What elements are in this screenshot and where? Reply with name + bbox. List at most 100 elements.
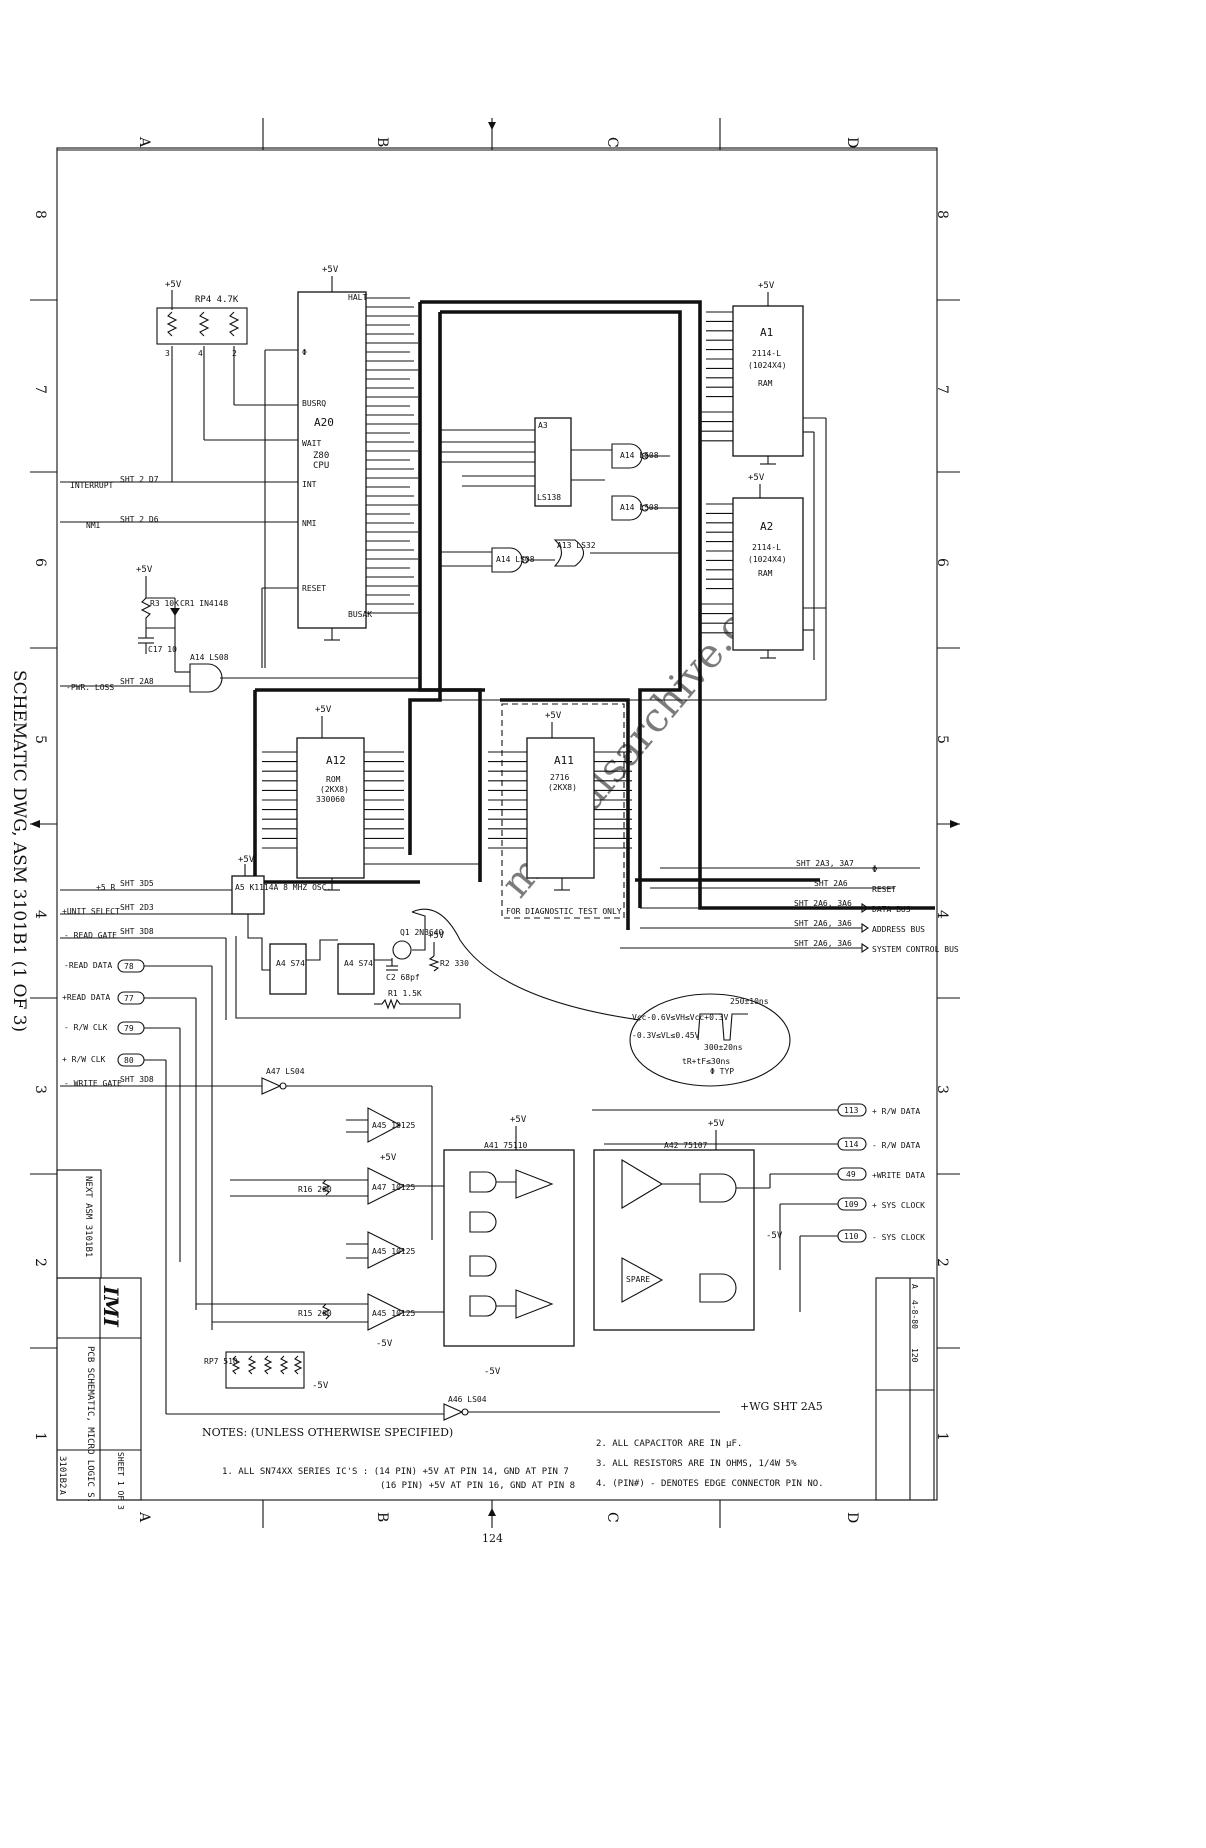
svg-text:A46 LS04: A46 LS04 [448,1395,487,1404]
svg-text:+READ DATA: +READ DATA [62,993,110,1002]
svg-text:WAIT: WAIT [302,439,321,448]
svg-text:SHT 2A3, 3A7: SHT 2A3, 3A7 [796,859,854,868]
svg-text:- READ GATE: - READ GATE [64,931,117,940]
zone-letter: D [844,1512,860,1523]
svg-text:2716: 2716 [550,773,569,782]
svg-text:A4 S74: A4 S74 [276,959,305,968]
svg-text:RP4 4.7K: RP4 4.7K [195,295,239,305]
svg-text:- WRITE GATE: - WRITE GATE [64,1079,122,1088]
gate-a13-ls32: A13 LS32 [553,539,680,567]
svg-text:Φ: Φ [872,865,877,875]
svg-text:A13 LS32: A13 LS32 [557,541,596,550]
svg-text:120: 120 [910,1348,919,1363]
zone-letter: B [374,1512,390,1522]
svg-text:-0.3V≤VL≤0.45V: -0.3V≤VL≤0.45V [632,1031,700,1040]
svg-text:A: A [910,1284,919,1289]
ram-control-lines [440,417,827,701]
svg-text:A14 LS08: A14 LS08 [620,451,659,460]
zone-number: 3 [32,1085,48,1094]
svg-text:(2KX8): (2KX8) [320,785,349,794]
svg-text:-READ DATA: -READ DATA [64,961,112,970]
decoder-a3-ls138: A3 LS138 [440,417,612,507]
svg-text:(16 PIN) +5V AT PIN 16, GND AT: (16 PIN) +5V AT PIN 16, GND AT PIN 8 [380,1481,575,1491]
zone-number: 5 [934,735,950,744]
svg-text:+5V: +5V [758,281,775,291]
svg-text:4. (PIN#) - DENOTES EDGE CONNE: 4. (PIN#) - DENOTES EDGE CONNECTOR PIN N… [596,1479,824,1489]
svg-text:A42 75107: A42 75107 [664,1141,708,1150]
svg-text:ROM: ROM [326,775,341,784]
svg-text:A47 LS04: A47 LS04 [266,1067,305,1076]
svg-text:A11: A11 [554,754,574,767]
cpu-bus-pins [366,297,418,614]
svg-text:+5V: +5V [315,705,332,715]
zone-number: 4 [32,910,48,919]
svg-text:SHT 2A6, 3A6: SHT 2A6, 3A6 [794,919,852,928]
rom-a12: +5V A12 ROM (2KX8) 330060 [296,705,480,891]
svg-text:3: 3 [165,349,170,358]
svg-text:- SYS CLOCK: - SYS CLOCK [872,1233,925,1242]
svg-text:+ R/W DATA: + R/W DATA [872,1107,920,1116]
svg-text:BUSRQ: BUSRQ [302,399,326,408]
svg-text:A45 10125: A45 10125 [372,1309,416,1318]
notes: NOTES: (UNLESS OTHERWISE SPECIFIED) 1. A… [202,1426,824,1491]
svg-text:R2 330: R2 330 [440,959,469,968]
zone-letters-bottom: A B C D [136,1511,860,1523]
svg-text:SHT 2A6: SHT 2A6 [814,879,848,888]
svg-text:-PWR. LOSS: -PWR. LOSS [66,683,114,692]
memory-pins [262,751,632,849]
svg-text:114: 114 [844,1140,859,1149]
svg-text:FOR DIAGNOSTIC TEST ONLY: FOR DIAGNOSTIC TEST ONLY [506,907,622,916]
svg-text:(2KX8): (2KX8) [548,783,577,792]
svg-text:ADDRESS BUS: ADDRESS BUS [872,925,925,934]
svg-text:HALT: HALT [348,293,367,302]
svg-text:A3: A3 [538,421,548,430]
pullup-network-rp4: +5V RP4 4.7K 3 4 2 [156,280,298,482]
zone-number: 3 [934,1085,950,1094]
clock-wiring [235,908,641,1021]
svg-text:A20: A20 [314,416,334,429]
svg-text:+5V: +5V [545,711,562,721]
ram-a2: +5V A2 2114-L (1024X4) RAM [732,473,804,659]
svg-text:A12: A12 [326,754,346,767]
svg-text:A45 10125: A45 10125 [372,1247,416,1256]
svg-text:Vcc-0.6V≤VH≤Vcc+0.3V: Vcc-0.6V≤VH≤Vcc+0.3V [632,1013,729,1022]
svg-text:A14 LS08: A14 LS08 [620,503,659,512]
reset-circuit: +5V R3 10K CR1 IN4148 C17 10 A14 LS08 [60,565,420,693]
zone-number: 1 [32,1432,48,1441]
inverter-a46: A46 LS04 +WG SHT 2A5 [166,1395,823,1421]
svg-text:109: 109 [844,1200,859,1209]
svg-text:NMI: NMI [86,521,101,530]
svg-text:A5 K1114A 8 MHZ OSC.: A5 K1114A 8 MHZ OSC. [235,883,331,892]
resistor-pack-rp7: RP7 510 -5V [204,1351,329,1391]
svg-text:RESET: RESET [302,584,326,593]
svg-text:-5V: -5V [484,1367,501,1377]
svg-text:2114-L: 2114-L [752,349,781,358]
svg-text:BUSAK: BUSAK [348,610,372,619]
inverter-a47: A47 LS04 [261,1067,433,1240]
svg-text:R3 10K: R3 10K [150,599,179,608]
svg-text:+UNIT SELECT: +UNIT SELECT [62,907,120,916]
svg-text:Q1 2N3640: Q1 2N3640 [400,928,444,937]
svg-text:Φ: Φ [302,348,307,357]
svg-text:A45 10125: A45 10125 [372,1121,416,1130]
receiver-a45-bot: A45 10125 R15 200 -5V [196,1293,444,1349]
svg-text:+5V: +5V [748,473,765,483]
svg-text:+5V: +5V [380,1153,397,1163]
phi-timing-diagram: Vcc-0.6V≤VH≤Vcc+0.3V -0.3V≤VL≤0.45V 250±… [629,993,791,1087]
svg-text:79: 79 [124,1024,134,1033]
sheet-title: SCHEMATIC DWG, ASM 3101B1 (1 OF 3) [9,670,29,1032]
svg-text:A1: A1 [760,326,773,339]
flip-flop-2: A4 S74 [337,943,375,995]
svg-text:113: 113 [844,1106,859,1115]
zone-letter: A [136,1511,152,1523]
svg-text:PCB SCHEMATIC, MICRO LOGIC S.: PCB SCHEMATIC, MICRO LOGIC S. [85,1346,95,1503]
svg-text:110: 110 [844,1232,859,1241]
svg-text:+ R/W CLK: + R/W CLK [62,1055,106,1064]
svg-text:SHT 3D8: SHT 3D8 [120,927,154,936]
svg-text:A14 LS08: A14 LS08 [496,555,535,564]
svg-text:2. ALL CAPACITOR ARE IN µF.: 2. ALL CAPACITOR ARE IN µF. [596,1439,742,1449]
z80-cpu-a20: +5V A20 Z80 CPU BUSRQ WAIT INT NMI RESET… [60,265,372,668]
svg-text:80: 80 [124,1056,134,1065]
svg-text:A: A [58,1490,67,1495]
